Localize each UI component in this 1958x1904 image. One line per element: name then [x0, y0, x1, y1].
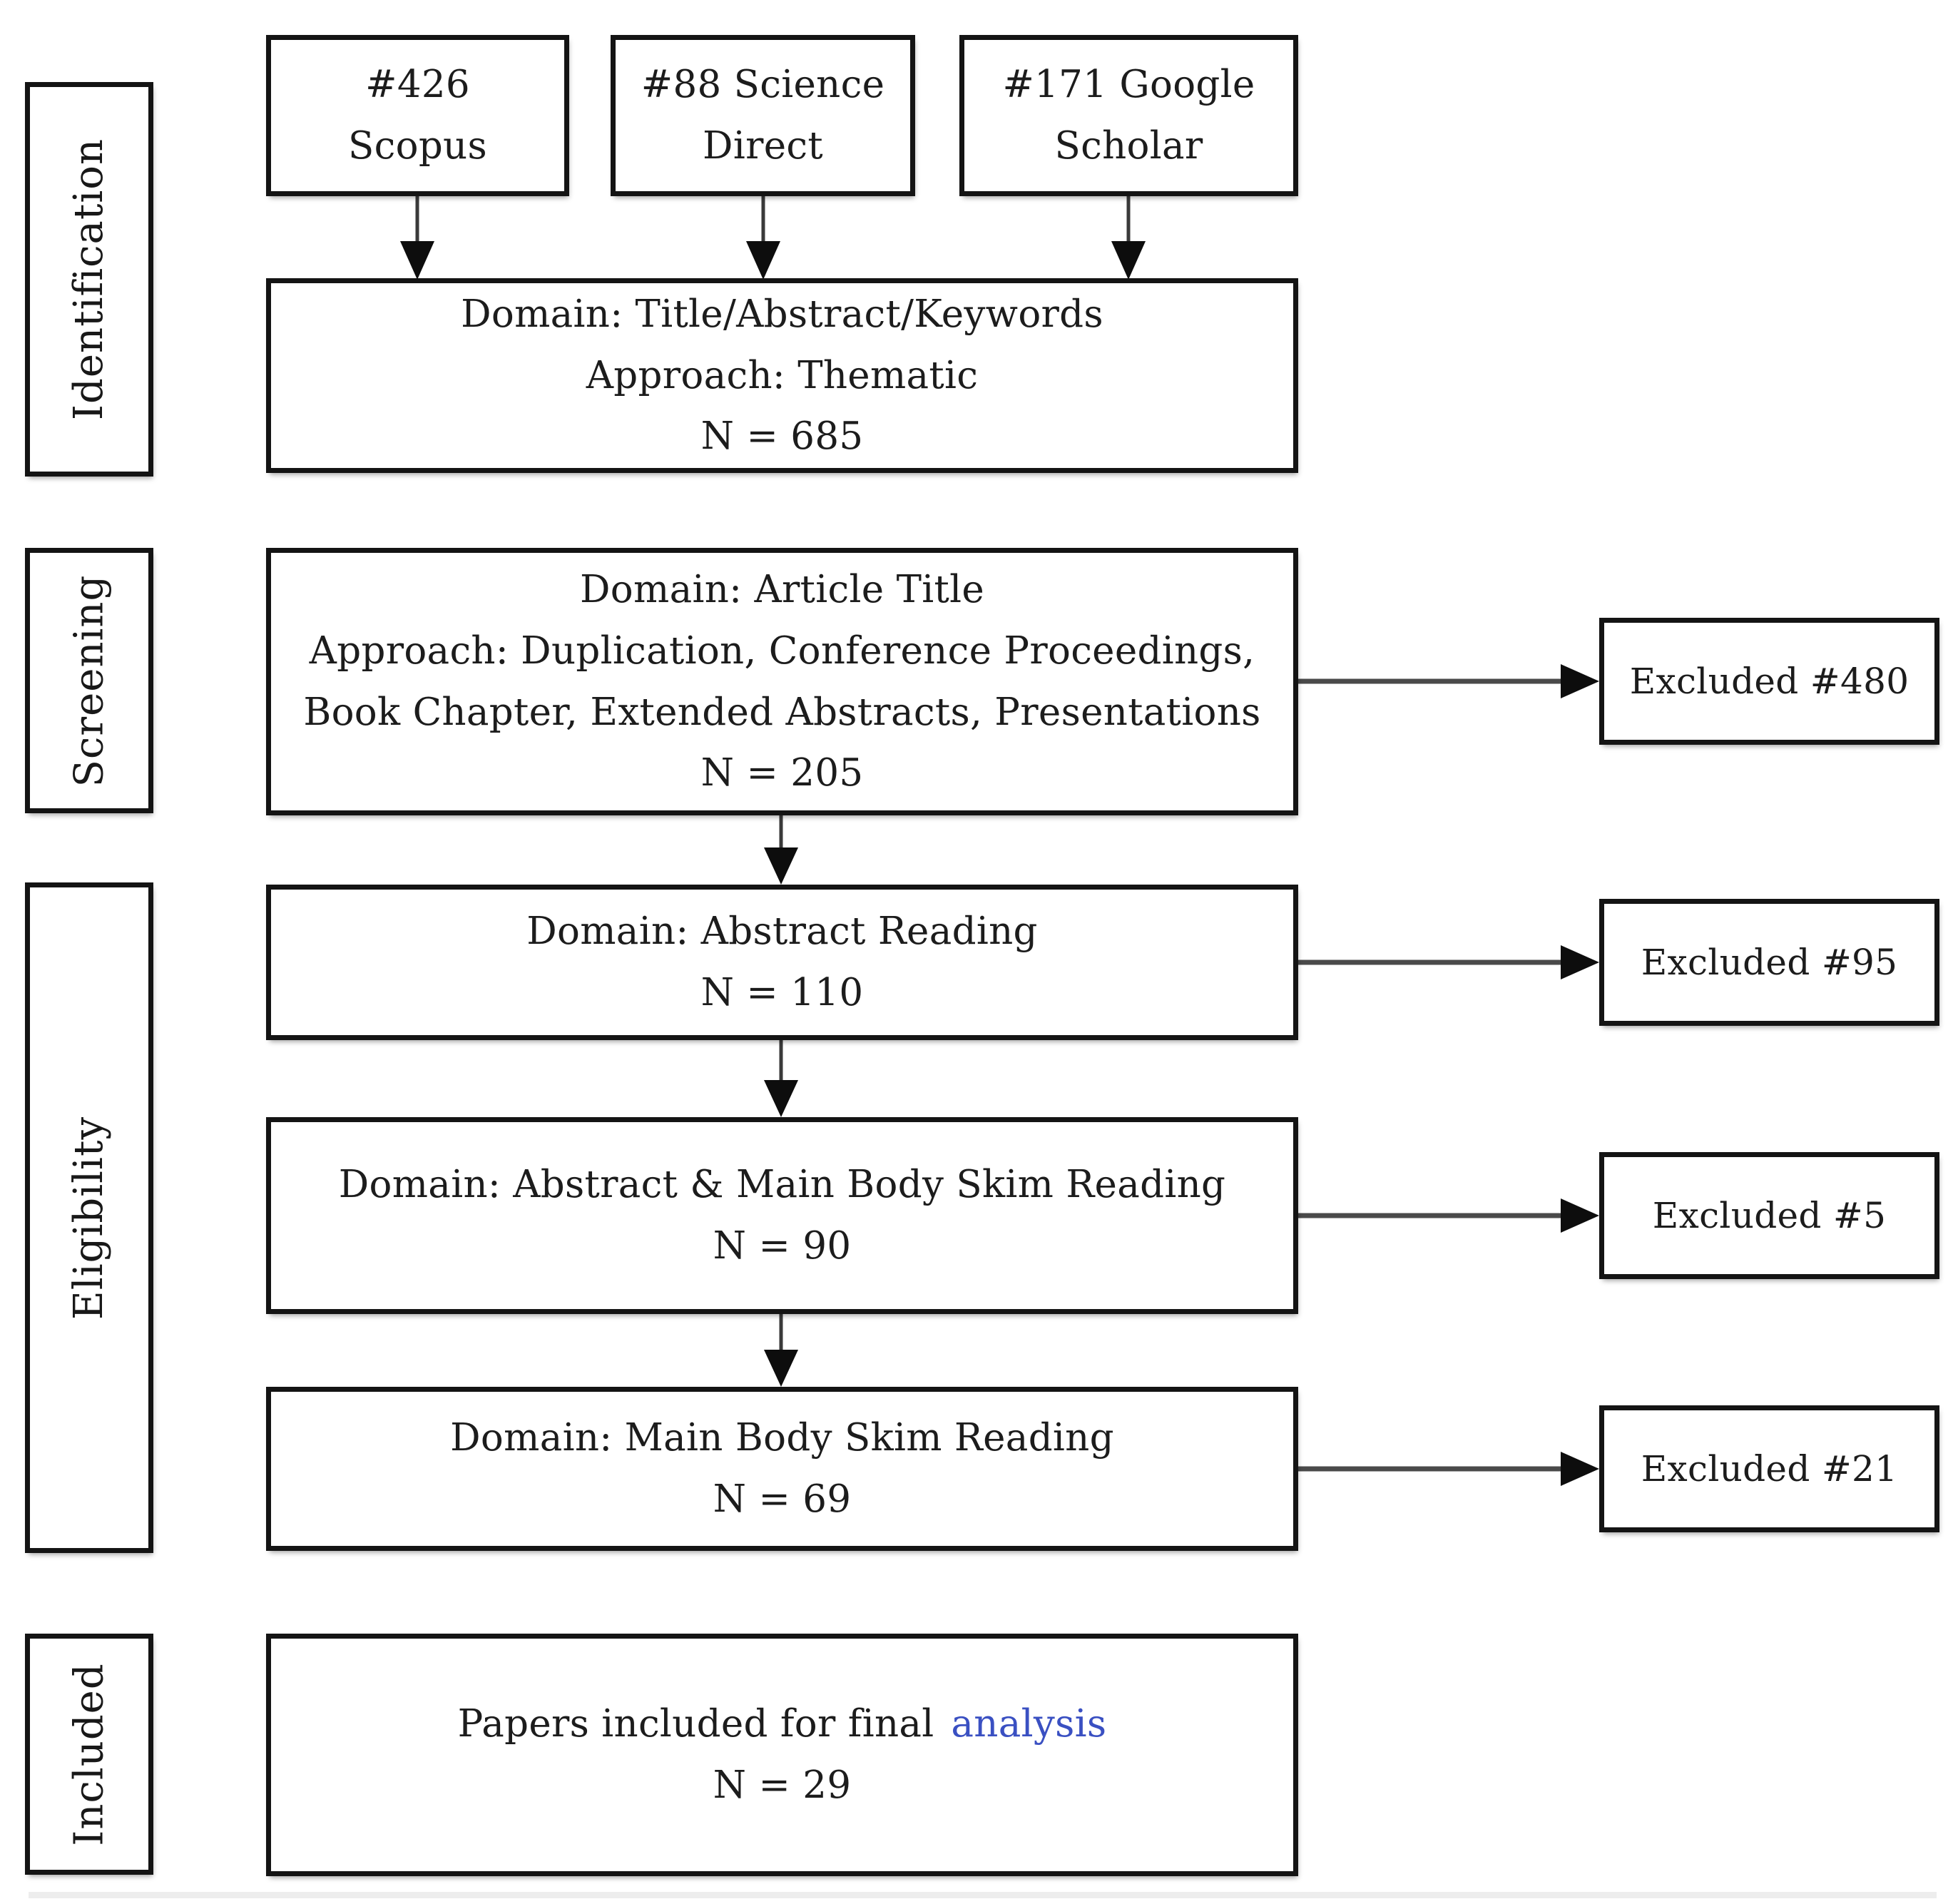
excluded-abstract-reading-label: Excluded #95 — [1641, 942, 1898, 983]
identification-count: N = 685 — [700, 414, 864, 459]
stage-included: Included — [25, 1634, 153, 1875]
screening-count: N = 205 — [700, 751, 864, 795]
box-identification-domain: Domain: Title/Abstract/Keywords Approach… — [266, 278, 1298, 473]
stage-screening-label: Screening — [66, 574, 113, 787]
box-included-papers: Papers included for final analysis N = 29 — [266, 1634, 1298, 1876]
stage-eligibility-label: Eligibility — [66, 1116, 113, 1320]
arrow-mainbody-skim-to-excluded — [1298, 1452, 1599, 1486]
box-abstract-reading: Domain: Abstract Reading N = 110 — [266, 885, 1298, 1040]
screening-approach-line-1: Approach: Duplication, Conference Procee… — [309, 628, 1255, 673]
identification-approach-line: Approach: Thematic — [586, 353, 979, 397]
abstract-reading-domain-line: Domain: Abstract Reading — [526, 910, 1038, 954]
source-scopus-name: Scopus — [348, 124, 487, 168]
arrow-science-direct-down — [746, 196, 780, 280]
arrow-abstract-to-excluded — [1298, 945, 1599, 979]
included-papers-count: N = 29 — [713, 1763, 852, 1807]
page-edge-artifact — [29, 1892, 1937, 1898]
included-papers-line: Papers included for final analysis — [458, 1694, 1107, 1755]
source-science-direct-count: #88 Science — [641, 63, 885, 107]
arrow-screening-to-excluded — [1298, 664, 1599, 698]
stage-eligibility: Eligibility — [25, 882, 153, 1553]
box-screening: Domain: Article Title Approach: Duplicat… — [266, 548, 1298, 815]
source-google-scholar-name: Scholar — [1054, 124, 1203, 168]
abstract-main-body-skim-domain-line: Domain: Abstract & Main Body Skim Readin… — [338, 1163, 1226, 1207]
excluded-box-abstract-main-body-skim: Excluded #5 — [1599, 1152, 1939, 1279]
excluded-box-screening: Excluded #480 — [1599, 618, 1939, 745]
source-scopus-count: #426 — [365, 63, 470, 107]
abstract-reading-count: N = 110 — [700, 971, 864, 1014]
stage-included-label: Included — [66, 1662, 113, 1846]
box-main-body-skim: Domain: Main Body Skim Reading N = 69 — [266, 1387, 1298, 1551]
arrow-screening-to-abstract — [764, 815, 798, 885]
source-google-scholar-count: #171 Google — [1002, 63, 1255, 107]
arrow-abstract-to-abstract-skim — [764, 1040, 798, 1117]
included-papers-text: Papers included for final — [457, 1702, 934, 1746]
excluded-main-body-skim-label: Excluded #21 — [1641, 1448, 1898, 1490]
excluded-box-abstract-reading: Excluded #95 — [1599, 899, 1939, 1026]
arrow-abstract-skim-to-excluded — [1298, 1198, 1599, 1233]
stage-screening: Screening — [25, 548, 153, 813]
screening-domain-line: Domain: Article Title — [580, 567, 984, 611]
excluded-box-main-body-skim: Excluded #21 — [1599, 1405, 1939, 1532]
box-abstract-main-body-skim: Domain: Abstract & Main Body Skim Readin… — [266, 1117, 1298, 1314]
source-box-scopus: #426 Scopus — [266, 35, 569, 196]
stage-identification: Identification — [25, 82, 153, 477]
included-papers-analysis-word: analysis — [951, 1702, 1107, 1746]
source-box-science-direct: #88 Science Direct — [611, 35, 915, 196]
arrow-scopus-down — [400, 196, 434, 280]
screening-approach-line-2: Book Chapter, Extended Abstracts, Presen… — [303, 690, 1261, 734]
arrow-abstract-skim-to-mainbody-skim — [764, 1314, 798, 1387]
abstract-main-body-skim-count: N = 90 — [713, 1224, 852, 1268]
source-box-google-scholar: #171 Google Scholar — [959, 35, 1298, 196]
main-body-skim-count: N = 69 — [713, 1477, 852, 1521]
stage-identification-label: Identification — [66, 138, 113, 421]
excluded-abstract-main-body-skim-label: Excluded #5 — [1652, 1195, 1887, 1236]
main-body-skim-domain-line: Domain: Main Body Skim Reading — [450, 1416, 1114, 1460]
source-science-direct-name: Direct — [703, 124, 823, 168]
arrow-google-scholar-down — [1111, 196, 1146, 280]
identification-domain-line: Domain: Title/Abstract/Keywords — [461, 292, 1103, 336]
excluded-screening-label: Excluded #480 — [1629, 661, 1909, 702]
